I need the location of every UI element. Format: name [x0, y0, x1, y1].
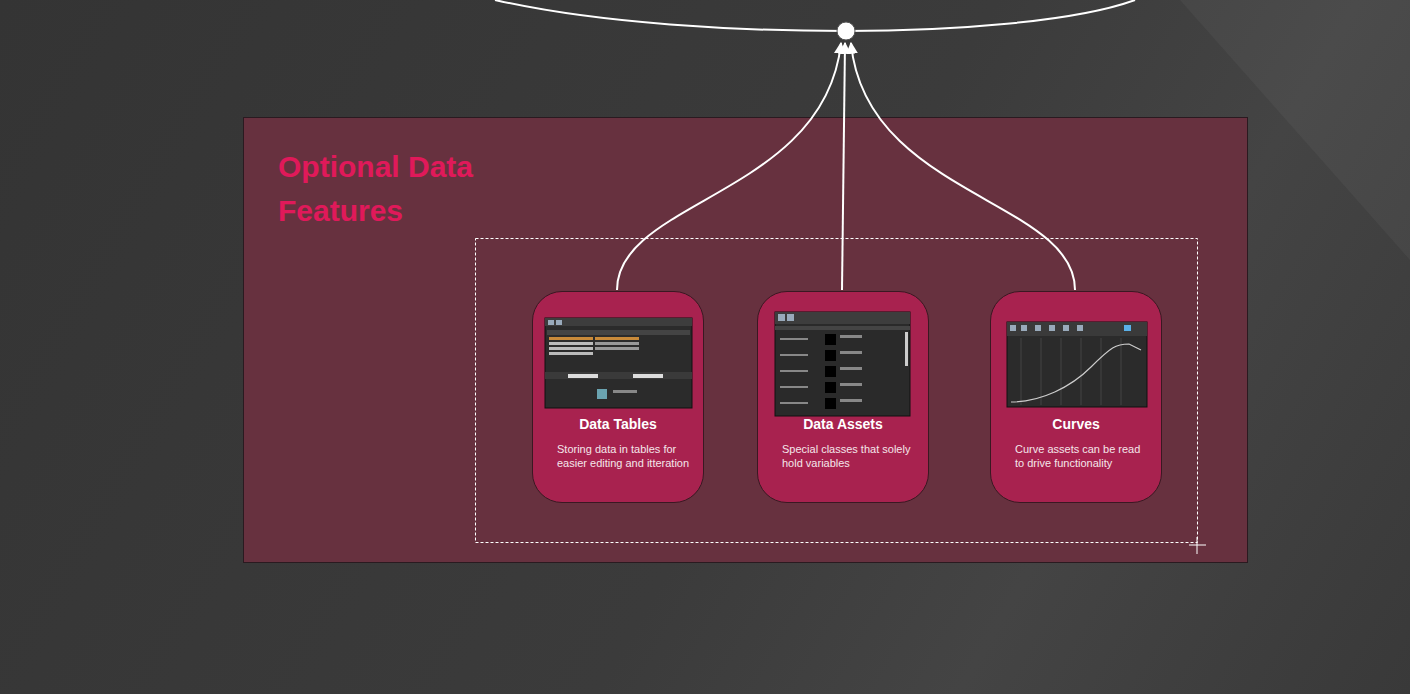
wire [617, 43, 841, 290]
feature-card: CurvesCurve assets can be read to drive … [990, 291, 1162, 503]
ellipse-outline [495, 0, 1135, 31]
card-description: Storing data in tables for easier editin… [557, 442, 693, 470]
junction-dot [837, 22, 855, 40]
card-description: Special classes that solely hold variabl… [782, 442, 918, 470]
wire [851, 43, 1075, 290]
feature-card: Data AssetsSpecial classes that solely h… [757, 291, 929, 503]
card-title: Curves [997, 416, 1155, 433]
group-panel: Optional Data Features Data TablesStorin… [243, 117, 1248, 563]
screenshot-illustration [758, 292, 930, 504]
wire [842, 43, 845, 290]
screenshot-illustration [533, 292, 705, 504]
card-description: Curve assets can be read to drive functi… [1015, 442, 1151, 470]
feature-card: Data TablesStoring data in tables for ea… [532, 291, 704, 503]
selection-marquee [476, 239, 1198, 543]
cursor-crosshair [1189, 537, 1206, 554]
group-heading: Optional Data Features [278, 145, 528, 233]
card-title: Data Tables [539, 416, 697, 433]
card-title: Data Assets [764, 416, 922, 433]
screenshot-illustration [991, 292, 1163, 504]
